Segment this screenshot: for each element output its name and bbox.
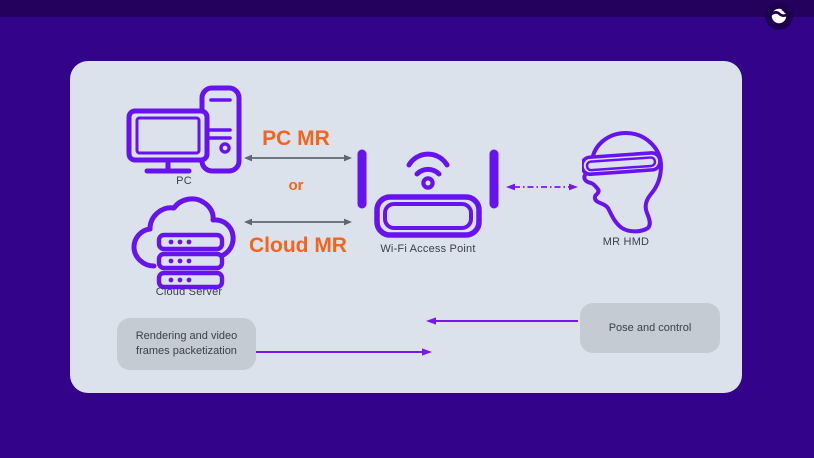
cloud-to-wifi-arrow <box>244 218 352 226</box>
brand-logo <box>765 2 793 30</box>
top-strip <box>0 0 814 17</box>
pose-control-callout-text: Pose and control <box>608 321 692 334</box>
pose-control-callout: Pose and control <box>580 303 720 353</box>
pose-flow-arrow <box>426 317 578 325</box>
rendering-flow-arrow <box>256 348 432 356</box>
pc-to-wifi-arrow <box>244 154 352 162</box>
rendering-callout: Rendering and video frames packetization <box>117 318 256 370</box>
or-label: or <box>288 177 304 194</box>
rendering-callout-text: Rendering and video frames packetization <box>135 330 238 357</box>
wifi-access-point-icon <box>357 149 499 238</box>
cloud-server-icon <box>131 196 236 290</box>
cloud-mr-label: Cloud MR <box>249 234 347 257</box>
mr-hmd-label: MR HMD <box>602 236 650 248</box>
pc-label: PC <box>176 175 192 187</box>
pc-icon <box>126 85 242 174</box>
pc-mr-label: PC MR <box>262 127 330 150</box>
wifi-to-hmd-wireless-arrow <box>506 183 578 191</box>
wifi-access-point-label: Wi-Fi Access Point <box>380 243 476 255</box>
swirl-logo-icon <box>770 7 788 24</box>
mr-hmd-icon <box>582 131 663 234</box>
cloud-server-label: Cloud Server <box>155 286 223 298</box>
